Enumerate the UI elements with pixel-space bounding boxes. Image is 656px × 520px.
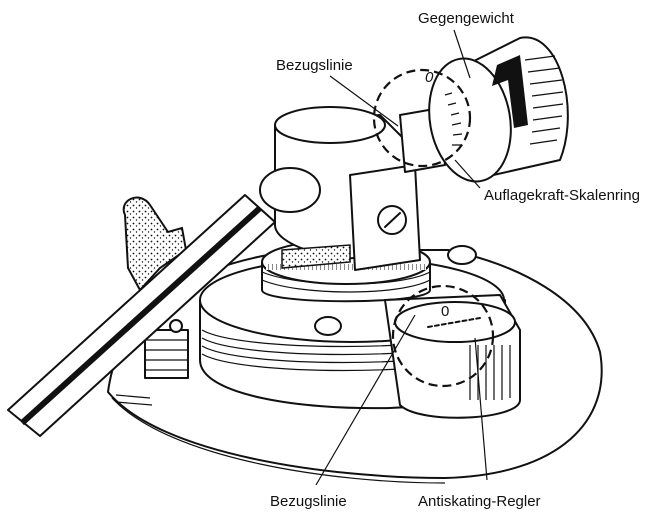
callout-circle-counterweight xyxy=(372,68,472,168)
label-reference-line-top: Bezugslinie xyxy=(276,57,353,74)
tracking-force-scale: 0 xyxy=(425,69,463,146)
mount-hole-left xyxy=(314,316,342,336)
rotation-arrow-icon xyxy=(492,55,528,128)
force-zero-mark: 0 xyxy=(425,69,434,86)
label-counterweight: Gegengewicht xyxy=(418,10,515,27)
antiskating-zero-mark: 0 xyxy=(441,303,449,320)
antiskating-block: 0 xyxy=(384,294,521,419)
pivot-housing xyxy=(259,106,421,271)
antiskating-scale: 0 xyxy=(427,303,481,328)
arm-lift-post xyxy=(144,319,189,379)
label-reference-line-bottom: Bezugslinie xyxy=(270,493,347,510)
label-tracking-force-ring: Auflagekraft-Skalenring xyxy=(484,187,640,204)
label-antiskating-knob: Antiskating-Regler xyxy=(418,493,541,510)
leader-lines xyxy=(315,29,488,486)
callout-circle-antiskating xyxy=(391,284,495,388)
counterweight-knurling xyxy=(524,55,564,145)
arm-rest xyxy=(122,196,188,292)
mount-hole-right xyxy=(447,245,477,265)
